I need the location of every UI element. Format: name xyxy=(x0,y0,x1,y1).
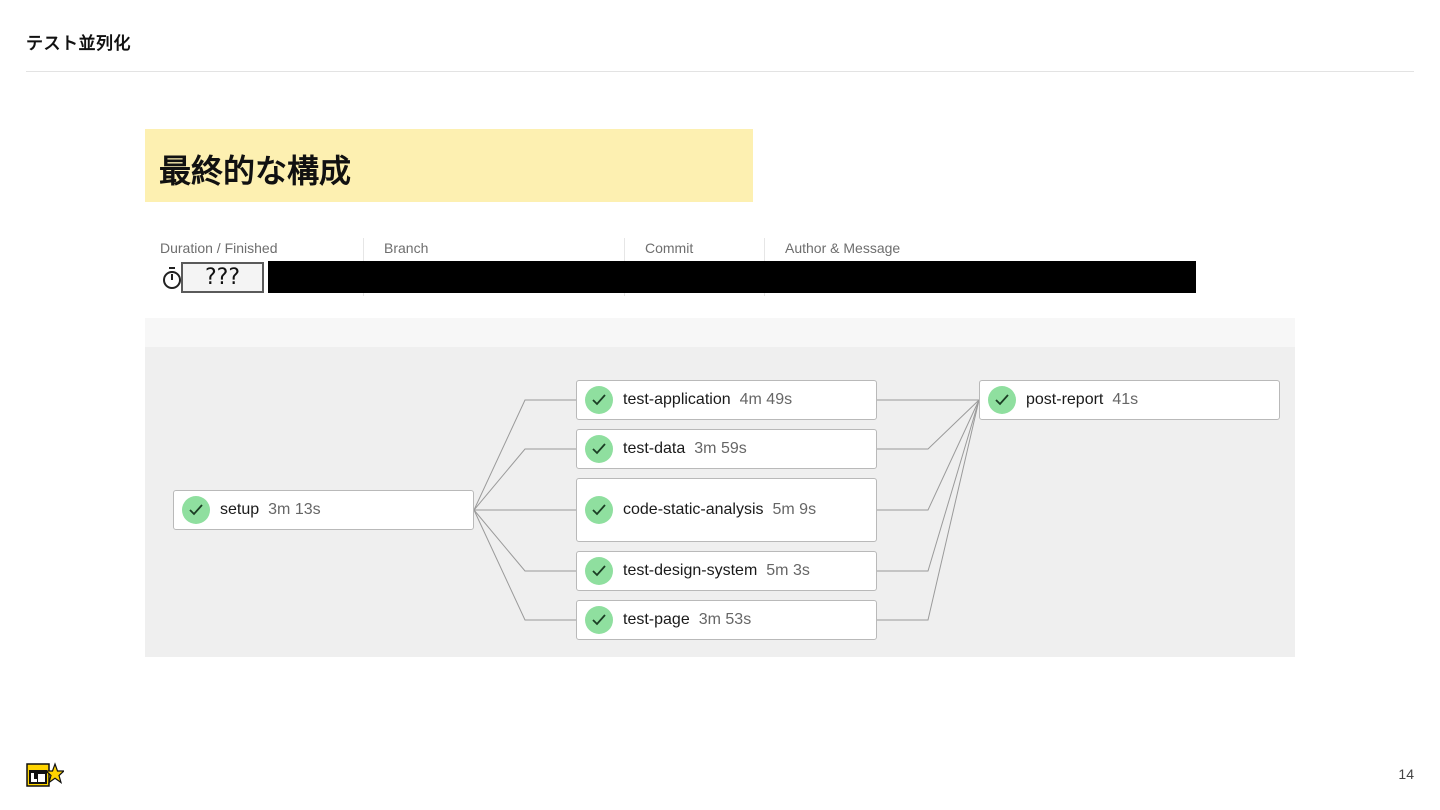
job-duration: 4m 49s xyxy=(739,391,793,408)
job-test-data[interactable]: test-data 3m 59s xyxy=(576,429,877,469)
check-circle-icon xyxy=(585,606,613,634)
job-name: setup xyxy=(220,501,260,518)
job-duration: 3m 53s xyxy=(698,611,752,628)
edge-setup-test-data xyxy=(473,448,576,511)
check-circle-icon xyxy=(585,557,613,585)
header-divider xyxy=(26,71,1414,72)
job-test-application[interactable]: test-application 4m 49s xyxy=(576,380,877,420)
job-name: test-design-system xyxy=(623,562,758,579)
check-circle-icon xyxy=(988,386,1016,414)
job-duration: 5m 9s xyxy=(772,501,817,518)
edge-test-design-system-post-report xyxy=(877,399,980,572)
check-circle-icon xyxy=(585,496,613,524)
graph-connectors xyxy=(473,399,980,621)
slide-title: テスト並列化 xyxy=(26,34,131,54)
job-duration: 3m 13s xyxy=(268,501,321,518)
job-name: test-page xyxy=(623,611,690,628)
edge-setup-test-page xyxy=(473,509,576,621)
pipeline-toolbar xyxy=(145,318,1295,347)
page-number: 14 xyxy=(1398,766,1414,782)
edge-setup-test-application xyxy=(473,399,576,511)
stopwatch-icon xyxy=(163,267,181,289)
job-duration: 5m 3s xyxy=(766,562,810,579)
branch-label: Branch xyxy=(384,240,429,256)
author-message-label: Author & Message xyxy=(785,240,901,256)
duration-label: Duration / Finished xyxy=(160,240,278,256)
job-code-static-analysis[interactable]: code-static-analysis 5m 9s xyxy=(576,478,877,542)
callout-heading: 最終的な構成 xyxy=(159,152,352,190)
duration-value: ??? xyxy=(181,262,264,293)
edge-code-static-analysis-post-report xyxy=(877,399,980,511)
job-test-page[interactable]: test-page 3m 53s xyxy=(576,600,877,640)
job-post-report[interactable]: post-report 41s xyxy=(979,380,1280,420)
job-test-design-system[interactable]: test-design-system 5m 3s xyxy=(576,551,877,591)
check-circle-icon xyxy=(182,496,210,524)
job-name: test-data xyxy=(623,440,686,457)
teamlab-logo xyxy=(26,762,64,787)
job-name: test-application xyxy=(623,391,731,408)
job-setup[interactable]: setup 3m 13s xyxy=(173,490,474,530)
pipeline-graph: setup 3m 13s test-application 4m 49s tes… xyxy=(145,347,1295,657)
edge-setup-test-design-system xyxy=(473,509,576,572)
section-callout: 最終的な構成 xyxy=(145,129,753,202)
job-name: code-static-analysis xyxy=(623,501,764,518)
redacted-block xyxy=(268,261,1196,293)
edge-test-data-post-report xyxy=(877,399,980,450)
job-name: post-report xyxy=(1026,391,1104,408)
job-duration: 3m 59s xyxy=(694,440,747,457)
check-circle-icon xyxy=(585,386,613,414)
job-duration: 41s xyxy=(1112,391,1139,408)
edge-test-page-post-report xyxy=(877,399,980,621)
commit-label: Commit xyxy=(645,240,694,256)
check-circle-icon xyxy=(585,435,613,463)
